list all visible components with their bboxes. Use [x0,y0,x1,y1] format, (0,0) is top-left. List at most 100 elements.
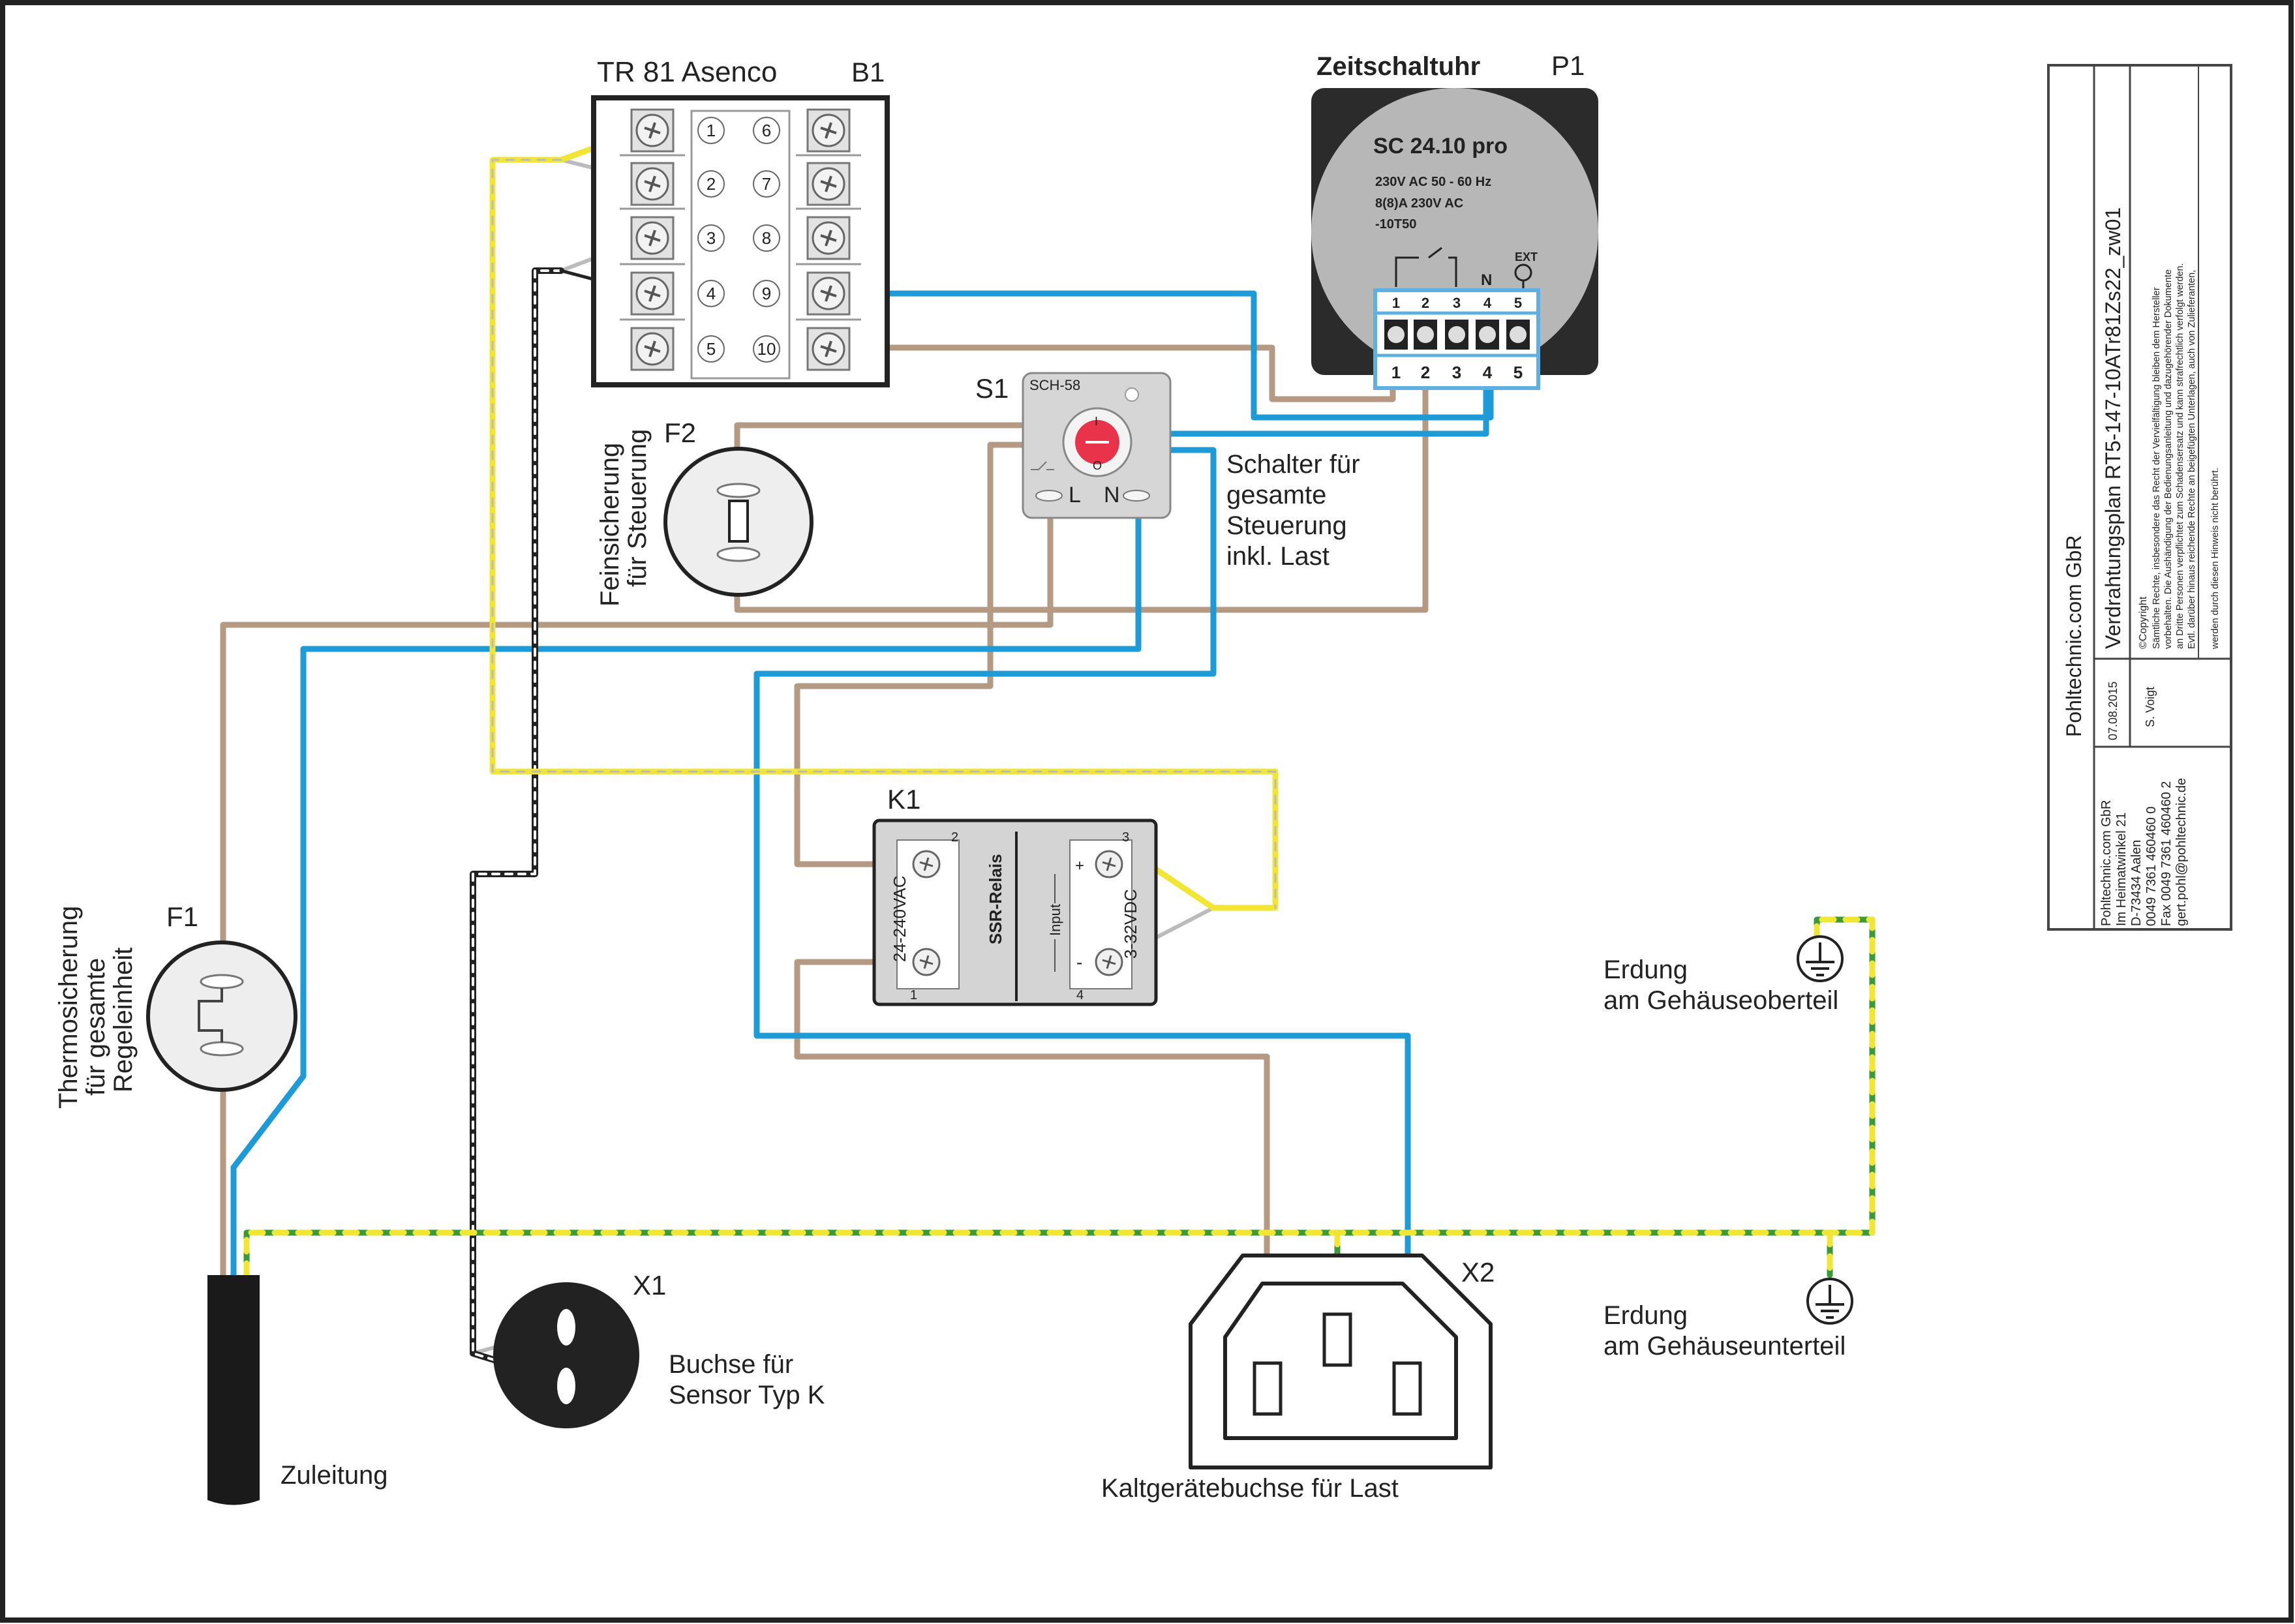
wire-brown-relay-load [794,959,1270,1389]
ground-bottom-2: am Gehäuseunterteil [1603,1332,1846,1361]
fuse-f2-element [728,500,749,543]
supply-cable: Zuleitung [207,1275,388,1505]
timer-n-label: N [1481,271,1492,289]
timer-term-top-5: 5 [1514,295,1522,311]
thermostat-pin-4: 4 [707,284,716,303]
timer-term-bottom-1: 1 [1391,363,1401,382]
thermostat-title: TR 81 Asenco [597,56,777,88]
switch-desc-2: gesamte [1226,481,1326,509]
thermostat-pin-7: 7 [762,174,771,194]
wire-brown-timer-return [734,336,1429,613]
relay-label: SSR-Relais [986,854,1005,944]
fuse-f2-desc-2: für Steuerung [623,429,652,587]
switch-i-mark: I [1095,415,1098,428]
relay-k1: K1 2 1 3 4 + - 24-240VAC 3-32VDC SSR-Rel… [872,784,1158,1006]
switch-s1: S1 SCH-58 I O L N Schalter für gesamte S… [975,372,1360,571]
switch-ref: S1 [975,373,1009,404]
timer-term-top-3: 3 [1453,295,1461,311]
fuse-f1-desc-1: Thermosicherung [54,906,83,1109]
switch-desc-4: inkl. Last [1226,542,1330,571]
timer-spec2: 8(8)A 230V AC [1375,196,1463,211]
socket-x2-earth-pin [1322,1312,1352,1367]
thermostat-pin-labels: 1 2 3 4 5 6 7 8 9 10 [697,117,780,363]
thermostat-ref: B1 [851,57,885,87]
title-addr4: 0049 7361 460460 0 [2144,806,2159,926]
relay-pin-4: 4 [1076,988,1084,1002]
wires [220,124,1876,1389]
timer-ext-label: EXT [1515,250,1538,263]
socket-x2-ref: X2 [1461,1257,1495,1287]
socket-x1-desc-1: Buchse für [669,1350,793,1379]
copyright-5: werden durch diesen Hinweis nicht berühr… [2210,468,2221,650]
relay-input-label: Input [1047,904,1063,936]
fuse-f1-thermal-element [198,988,223,1042]
timer-model: SC 24.10 pro [1373,134,1508,158]
socket-x2-desc: Kaltgerätebuchse für Last [1101,1474,1399,1503]
timer-spec1: 230V AC 50 - 60 Hz [1375,175,1491,189]
switch-n-label: N [1104,483,1120,507]
switch-l-label: L [1069,483,1081,507]
ground-top-1: Erdung [1603,955,1688,984]
title-date: 07.08.2015 [2106,682,2120,740]
fuse-f1: F1 Thermosicherung für gesamte Regeleinh… [54,901,297,1109]
timer-term-top-1: 1 [1392,295,1400,311]
relay-pin-3: 3 [1122,830,1129,845]
socket-x2-l-pin [1253,1361,1283,1416]
timer-term-bottom-2: 2 [1421,363,1430,382]
title-block: Pohltechnic.com GbR Verdrahtungsplan RT5… [2047,64,2232,931]
relay-minus: - [1076,952,1082,972]
thermostat-left-screws [620,108,685,371]
socket-x1: X1 Buchse für Sensor Typ K [493,1270,825,1428]
thermostat-pin-3: 3 [707,228,716,248]
timer-term-bottom-4: 4 [1483,363,1493,382]
socket-x2-n-pin [1392,1361,1422,1416]
timer-spec3: -10T50 [1375,217,1416,232]
copyright-2: vorbehalten. Die Aushändigung der Bedien… [2163,269,2174,649]
ground-bottom: Erdung am Gehäuseunterteil [1603,1278,1853,1361]
socket-x1-desc-2: Sensor Typ K [669,1381,825,1409]
thermostat-right-screws [796,108,861,371]
timer-term-top-2: 2 [1421,295,1429,311]
ground-top-2: am Gehäuseoberteil [1603,986,1838,1015]
relay-ac-label: 24-240VAC [890,876,909,963]
timer-term-bottom-5: 5 [1513,363,1523,382]
relay-dc-label: 3-32VDC [1121,889,1140,959]
title-company: Pohltechnic.com GbR [2062,535,2086,737]
thermostat-pin-10: 10 [757,339,776,359]
title-addr6: gert.pohl@pohltechnic.de [2174,778,2189,926]
thermostat-pin-2: 2 [707,174,716,194]
title-author: S. Voigt [2144,687,2157,727]
relay-ref: K1 [887,784,920,815]
fuse-f1-ref: F1 [166,901,198,932]
switch-desc-1: Schalter für [1226,450,1360,479]
title-addr3: D-73434 Aalen [2129,840,2144,926]
cable-label: Zuleitung [281,1461,388,1490]
socket-x2: X2 Kaltgerätebuchse für Last [1101,1254,1495,1503]
wire-blue-feed [230,476,1142,1278]
switch-model: SCH-58 [1029,377,1080,393]
relay-plus: + [1075,857,1084,875]
fuse-f1-desc-2: für gesamte [82,958,110,1096]
switch-o-mark: O [1093,459,1102,472]
wire-blue-b1-timer [825,290,1494,421]
timer-title: Zeitschaltuhr [1316,52,1480,81]
title-addr1: Pohltechnic.com GbR [2099,800,2114,926]
thermostat-b1: TR 81 Asenco B1 [591,56,890,387]
ground-bottom-1: Erdung [1603,1301,1688,1330]
thermostat-pin-1: 1 [707,121,716,140]
timer-contact-symbol [1395,247,1457,287]
thermostat-pin-6: 6 [762,121,771,140]
title-plan: Verdrahtungsplan RT5-147-10ATr81Zs22_zw0… [2101,207,2125,649]
timer-p1: Zeitschaltuhr P1 SC 24.10 pro 230V AC 50… [1311,50,1598,390]
fuse-f1-desc-3: Regeleinheit [109,948,138,1092]
timer-term-top-4: 4 [1483,295,1492,311]
wire-brown-switch-relay [794,442,1065,867]
timer-ref: P1 [1551,50,1585,81]
copyright-4: Evtl. darüber hinaus reichende Rechte an… [2187,270,2197,649]
copyright-1: Sämtliche Rechte, insbesondere das Recht… [2151,287,2162,649]
wire-sensor-thermocouple [470,267,571,1386]
fuse-f2: F2 Feinsicherung für Steuerung [596,417,813,607]
thermostat-pin-9: 9 [762,284,771,303]
